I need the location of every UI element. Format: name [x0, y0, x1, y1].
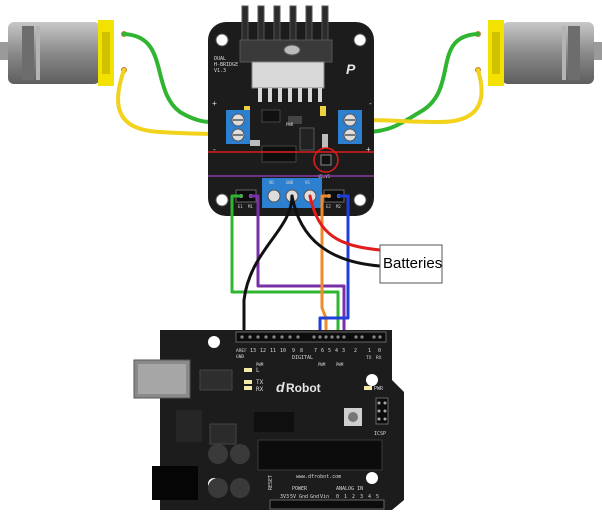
driver-model-line-1: DUAL — [214, 56, 226, 62]
power-pin-vd: VD — [269, 180, 274, 185]
batteries-label: Batteries — [383, 255, 442, 272]
power-pin-labels: 3V3 5V Gnd Gnd Vin — [280, 494, 329, 500]
signal-wires — [230, 194, 382, 332]
rx-header-label: RX — [376, 355, 382, 361]
arduino-board: ICSP AREF GND 13 12 11 10 9 8 7 6 5 — [133, 330, 404, 510]
left-motor-terminal — [226, 110, 250, 144]
pin-2: 2 — [354, 348, 357, 354]
pin-gnd-2: Gnd — [310, 494, 319, 500]
pin-a3: 3 — [360, 494, 363, 500]
heatsink — [239, 5, 333, 89]
pin-5: 5 — [328, 348, 331, 354]
pin-a1: 1 — [344, 494, 347, 500]
right-motor — [475, 20, 602, 86]
pin-4: 4 — [335, 348, 338, 354]
wire-vs-battery — [308, 194, 382, 252]
icsp-header — [375, 397, 389, 425]
pin-gnd-1: Gnd — [299, 494, 308, 500]
right-motor-terminal — [338, 110, 362, 144]
wire-gnd-battery — [290, 194, 382, 268]
wire-gnd-arduino — [242, 194, 294, 332]
pin-8: 8 — [300, 348, 303, 354]
digital-label: DIGITAL — [292, 355, 313, 361]
pin-11: 11 — [270, 348, 276, 354]
website-label: www.dfrobot.com — [296, 474, 341, 480]
pin-10: 10 — [280, 348, 286, 354]
pin-0: 0 — [378, 348, 381, 354]
right-minus-mark: - — [368, 99, 373, 108]
tx-header-label: TX — [366, 355, 372, 361]
analog-pin-labels: 0 1 2 3 4 5 — [336, 494, 379, 500]
left-motor — [0, 20, 127, 86]
driver-pwr-label: PWR — [286, 122, 294, 127]
pin-7: 7 — [314, 348, 317, 354]
status-leds: L TX RX — [244, 367, 264, 393]
pin-a2: 2 — [352, 494, 355, 500]
analog-label: ANALOG IN — [336, 486, 363, 492]
icsp-label: ICSP — [374, 431, 386, 437]
logo-mark: d — [276, 379, 285, 395]
pin-a4: 4 — [368, 494, 371, 500]
led-rx-label: RX — [256, 386, 264, 393]
driver-model-line-3: V1.3 — [214, 68, 226, 74]
pin-vin: Vin — [320, 494, 329, 500]
digital-pin-numbers: 13 12 11 10 9 8 7 6 5 4 3 2 1 0 — [250, 348, 381, 354]
pin-3v3: 3V3 — [280, 494, 289, 500]
right-motor-wires — [362, 32, 484, 134]
driver-model-line-2: H-BRIDGE — [214, 62, 238, 68]
power-label: POWER — [292, 486, 308, 492]
pin-e1: E1 — [238, 204, 243, 209]
led-tx-label: TX — [256, 379, 264, 386]
pin-m1: M1 — [248, 204, 253, 209]
pwm-label-right: PWM — [336, 362, 344, 367]
pin-5v: 5V — [290, 494, 296, 500]
digital-header — [235, 331, 387, 343]
right-plus-mark: + — [366, 145, 371, 154]
wire-m2-blue — [318, 194, 350, 332]
pin-6: 6 — [321, 348, 324, 354]
bottom-header — [269, 499, 385, 510]
power-pin-gnd: GND — [286, 180, 294, 185]
left-plus-mark: + — [212, 99, 217, 108]
arduino-pwr-label: PWR — [374, 386, 384, 392]
pin-1: 1 — [368, 348, 371, 354]
pin-12: 12 — [260, 348, 266, 354]
motor-driver-board: + - - + DUAL H-BRIDGE V1.3 P PWR VD=VS V… — [208, 5, 374, 216]
batteries-callout: Batteries — [379, 244, 443, 284]
pin-13: 13 — [250, 348, 256, 354]
wire-m1-purple — [249, 194, 346, 332]
pin-a5: 5 — [376, 494, 379, 500]
reset-label: RESET — [268, 475, 274, 490]
pwm-label-mid: PWM — [318, 362, 326, 367]
pin-a0: 0 — [336, 494, 339, 500]
led-l-label: L — [256, 367, 260, 374]
aref-label: AREF — [236, 348, 247, 354]
gnd-label: GND — [236, 354, 244, 360]
dfrobot-logo: d Robot — [276, 379, 321, 395]
wire-e2-orange — [320, 194, 331, 332]
pwm-label-left: PWM — [256, 362, 264, 367]
driver-ic-pins — [258, 88, 322, 102]
wire-e1-green — [230, 194, 340, 332]
pin-3: 3 — [342, 348, 345, 354]
pin-m2: M2 — [336, 204, 341, 209]
power-pin-vs: VS — [305, 180, 310, 185]
driver-logo: P — [346, 61, 356, 77]
logo-text: Robot — [286, 381, 321, 395]
left-minus-mark: - — [212, 145, 217, 154]
pin-9: 9 — [292, 348, 295, 354]
pin-e2: E2 — [326, 204, 331, 209]
